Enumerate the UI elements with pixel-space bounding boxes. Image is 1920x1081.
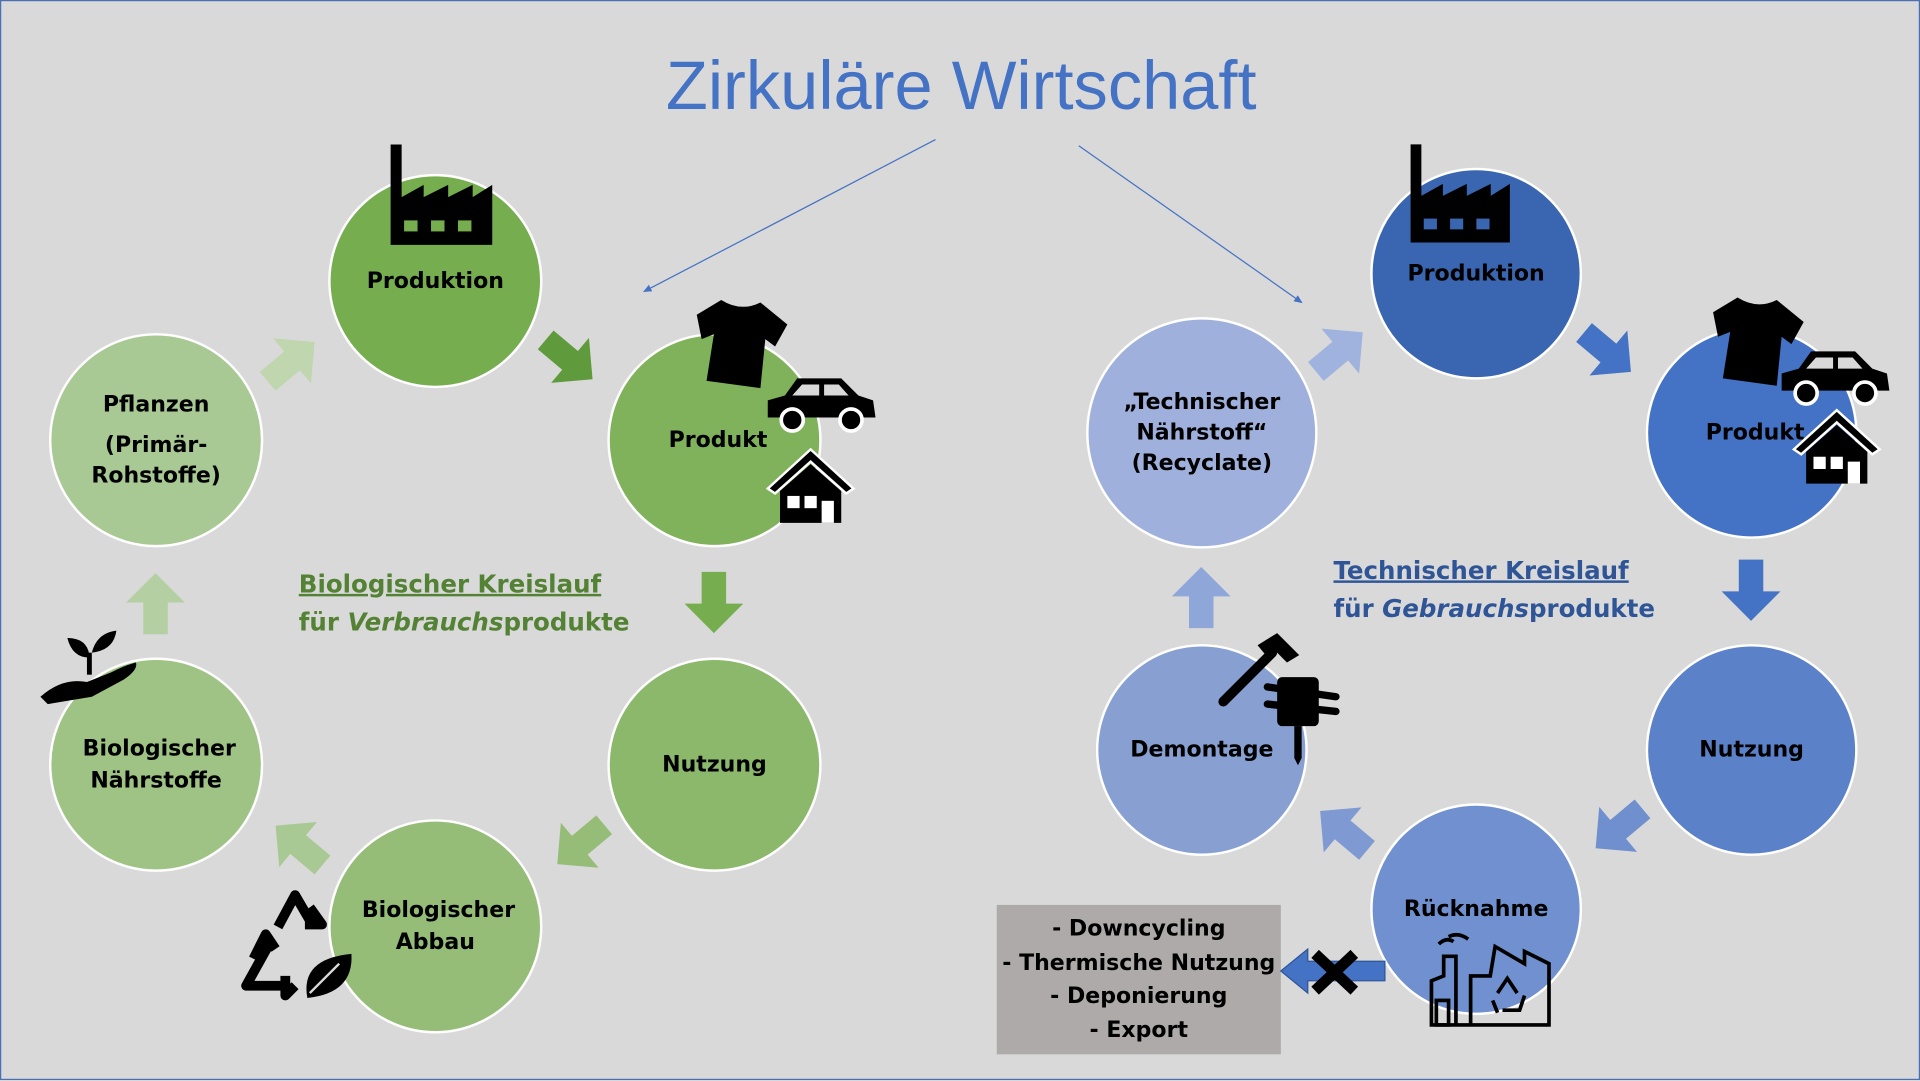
label-emphasis: Verbrauchs	[347, 607, 504, 637]
pointer-line-tech	[1078, 145, 1303, 304]
car-icon	[767, 378, 876, 433]
node-label: „Technischer Nährstoff“ (Recyclate)	[1123, 389, 1281, 477]
tshirt-icon	[1713, 297, 1804, 386]
tech-arrow-produktion-produkt	[1576, 323, 1631, 376]
tech-arrow-naehrstoff-produktion	[1307, 328, 1363, 381]
bio-arrow-abbau-naehrstoffe	[275, 822, 331, 875]
node-label: Rücknahme	[1403, 896, 1549, 923]
tech-arrow-ruecknahme-demontage	[1320, 807, 1375, 860]
exit-option: - Thermische Nutzung	[1002, 949, 1276, 976]
tech-node-ruecknahme: Rücknahme	[1370, 803, 1583, 1016]
tech-node-nutzung: Nutzung	[1645, 644, 1858, 856]
tech-arrow-nutzung-ruecknahme	[1595, 799, 1651, 852]
bio-cycle-label: Biologischer Kreislauf für Verbrauchspro…	[299, 566, 630, 642]
bio-arrow-pflanzen-produktion	[259, 338, 315, 391]
tech-arrow-demontage-naehrstoff	[1171, 566, 1231, 629]
exit-option: - Export	[1089, 1016, 1188, 1043]
node-label: Demontage	[1130, 737, 1274, 763]
house-icon	[1791, 408, 1882, 484]
bio-node-naehrstoffe: Biologischer Nährstoffe	[48, 657, 264, 872]
node-label: Produkt	[1705, 419, 1805, 446]
exit-options-box: - Downcycling - Thermische Nutzung - Dep…	[996, 904, 1281, 1055]
label-text: produkte	[503, 607, 630, 637]
blocked-exit-arrow-icon	[1279, 947, 1386, 995]
hand-plant-icon	[40, 630, 137, 705]
bio-arrow-produkt-nutzung	[684, 571, 744, 634]
node-label: Biologischer Abbau	[361, 897, 516, 955]
label-text: für	[1333, 593, 1383, 624]
exit-option: - Deponierung	[1050, 983, 1228, 1009]
recycling-plant-icon	[1429, 932, 1551, 1027]
tshirt-icon	[696, 300, 788, 389]
node-label: Produktion	[366, 268, 504, 294]
label-text: für	[298, 607, 348, 637]
node-label: Nutzung	[1699, 737, 1804, 763]
bio-node-nutzung: Nutzung	[607, 657, 822, 872]
tech-cycle-label: Technischer Kreislauf für Gebrauchsprodu…	[1333, 552, 1655, 628]
bio-arrow-nutzung-abbau	[557, 815, 613, 868]
bio-arrow-produktion-produkt	[537, 330, 593, 383]
hammer-jackhammer-icon	[1218, 633, 1340, 766]
bio-node-abbau: Biologischer Abbau	[328, 819, 543, 1034]
tech-arrow-produkt-nutzung	[1721, 559, 1781, 621]
node-sublabel: (Primär-Rohstoffe)	[91, 432, 221, 489]
exit-option: - Downcycling	[1052, 915, 1226, 942]
factory-icon	[390, 144, 493, 245]
node-label: Nutzung	[662, 751, 767, 778]
bio-arrow-naehrstoffe-pflanzen	[126, 573, 185, 635]
node-label: Pflanzen	[102, 391, 210, 418]
house-icon	[765, 447, 856, 523]
tech-node-demontage: Demontage	[1095, 644, 1308, 856]
label-emphasis: Gebrauchs	[1382, 593, 1529, 624]
node-label: Produkt	[668, 427, 768, 453]
recycle-leaf-icon	[241, 890, 352, 1001]
factory-icon	[1410, 144, 1510, 243]
bio-node-pflanzen: Pflanzen (Primär-Rohstoffe)	[48, 333, 264, 548]
bio-cycle-title: Biologischer Kreislauf	[298, 569, 602, 599]
tech-cycle-title: Technischer Kreislauf	[1333, 555, 1629, 586]
node-label: Produktion	[1407, 260, 1545, 287]
page-title: Zirkuläre Wirtschaft	[665, 46, 1257, 124]
node-label: Biologischer Nährstoffe	[82, 736, 236, 793]
car-icon	[1781, 351, 1890, 406]
tech-node-naehrstoff: „Technischer Nährstoff“ (Recyclate)	[1086, 317, 1318, 549]
pointer-line-bio	[643, 139, 936, 292]
label-text: produkte	[1528, 593, 1656, 624]
